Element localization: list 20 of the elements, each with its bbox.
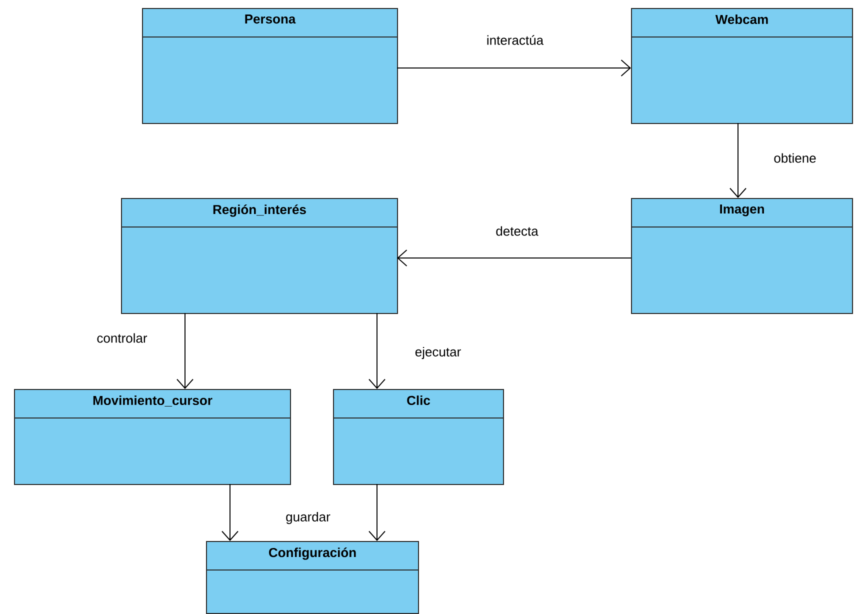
edge-label: ejecutar — [414, 346, 462, 360]
edge-label: interactúa — [485, 34, 545, 46]
edge-label: detecta — [494, 225, 540, 237]
arrow — [730, 122, 746, 198]
arrow — [368, 312, 386, 389]
edge-label: guardar — [284, 510, 332, 526]
arrow — [397, 250, 632, 266]
arrow — [368, 484, 386, 541]
arrow — [396, 60, 631, 76]
class-box: Imagen — [630, 198, 853, 314]
class-box: Clic — [332, 389, 504, 485]
class-box: Movimiento_cursor — [14, 389, 291, 485]
class-box: Webcam — [630, 8, 853, 124]
class-box: Configuración — [206, 541, 419, 614]
edge-label: obtiene — [772, 152, 818, 164]
class-box: Región_interés — [120, 198, 398, 314]
arrow — [222, 484, 238, 541]
class-box: Persona — [142, 8, 398, 124]
edge-label: controlar — [96, 332, 148, 344]
arrow — [176, 312, 194, 389]
